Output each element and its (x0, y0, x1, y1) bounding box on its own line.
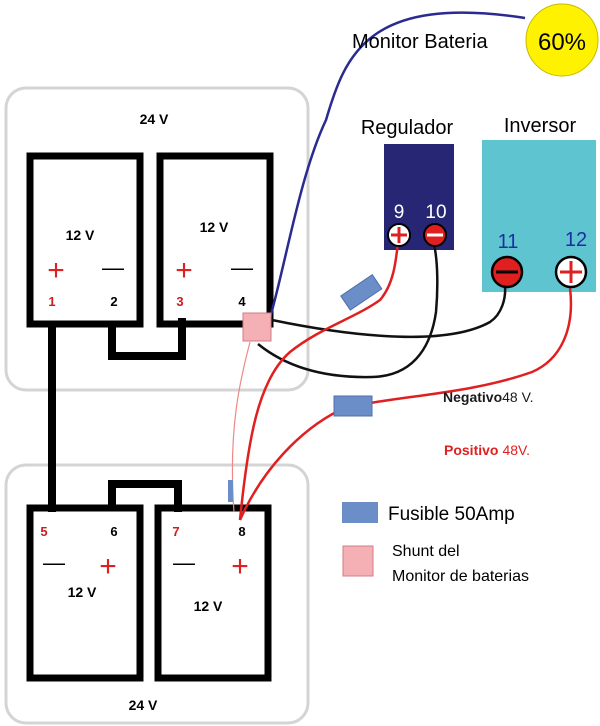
fuse-regulator (340, 274, 383, 311)
battery-1-body (26, 152, 144, 328)
neg-wire-shunt-regulator (257, 243, 439, 379)
bottom-bank-voltage: 24 V (129, 697, 158, 713)
jumper-2-3 (108, 318, 186, 360)
terminal-9: 9 (394, 202, 405, 223)
negative-word: Negativo (443, 389, 502, 405)
inverter-negative-icon (490, 255, 524, 289)
monitor-wire (268, 11, 526, 319)
negative-label: Negativo48 V. (443, 389, 534, 405)
positive-word: Positivo (444, 442, 498, 458)
terminal-10: 10 (425, 202, 446, 223)
regulator-negative-icon (423, 223, 447, 247)
terminal-7: 7 (172, 524, 179, 539)
legend-shunt-line1: Shunt del (392, 543, 460, 560)
legend-fuse-swatch (342, 502, 378, 523)
terminal-6: 6 (110, 524, 117, 539)
terminal-2: 2 (110, 294, 117, 309)
negative-value: 48 V. (502, 389, 533, 405)
battery-1-minus: — (102, 255, 124, 280)
battery-4-voltage: 12 V (194, 598, 223, 614)
pos-wire-8-inverter (238, 287, 573, 521)
battery-4-body (154, 504, 272, 682)
monitor-label: Monitor Bateria (352, 31, 488, 53)
regulator-positive-icon (387, 223, 411, 247)
terminal-3: 3 (176, 294, 183, 309)
battery-3-body (26, 504, 144, 682)
pos-wire-8-regulator (238, 241, 400, 521)
fuse-inverter (333, 395, 373, 417)
battery-1-voltage: 12 V (66, 227, 95, 243)
shunt (242, 312, 272, 342)
battery-3-minus: — (43, 550, 65, 575)
battery-2-minus: — (231, 255, 253, 280)
terminal-5: 5 (40, 524, 47, 539)
regulator-title: Regulador (361, 117, 454, 139)
positive-value: 48V. (502, 442, 530, 458)
monitor-percent: 60% (538, 29, 586, 56)
battery-3-voltage: 12 V (68, 584, 97, 600)
top-bank-voltage: 24 V (140, 111, 169, 127)
terminal-4: 4 (238, 294, 246, 309)
battery-3-plus: + (99, 550, 117, 583)
inverter-title: Inversor (504, 115, 577, 137)
battery-1-plus: + (47, 254, 65, 287)
terminal-1: 1 (48, 294, 55, 309)
battery-4-plus: + (231, 550, 249, 583)
legend-fuse-label: Fusible 50Amp (388, 504, 515, 525)
fuse-small-mark (228, 480, 233, 502)
terminal-8: 8 (238, 524, 245, 539)
legend-shunt-swatch (342, 545, 374, 577)
monitor-circle (525, 3, 599, 77)
battery-2-body (156, 152, 274, 328)
inverter-positive-icon (554, 255, 588, 289)
battery-4-minus: — (173, 550, 195, 575)
legend-shunt-line2: Monitor de baterias (392, 568, 529, 585)
battery-2-plus: + (175, 254, 193, 287)
terminal-11: 11 (498, 231, 519, 253)
battery-2-voltage: 12 V (200, 219, 229, 235)
jumper-6-7 (108, 480, 182, 512)
neg-wire-shunt-inverter (271, 285, 507, 339)
terminal-12: 12 (565, 229, 587, 251)
